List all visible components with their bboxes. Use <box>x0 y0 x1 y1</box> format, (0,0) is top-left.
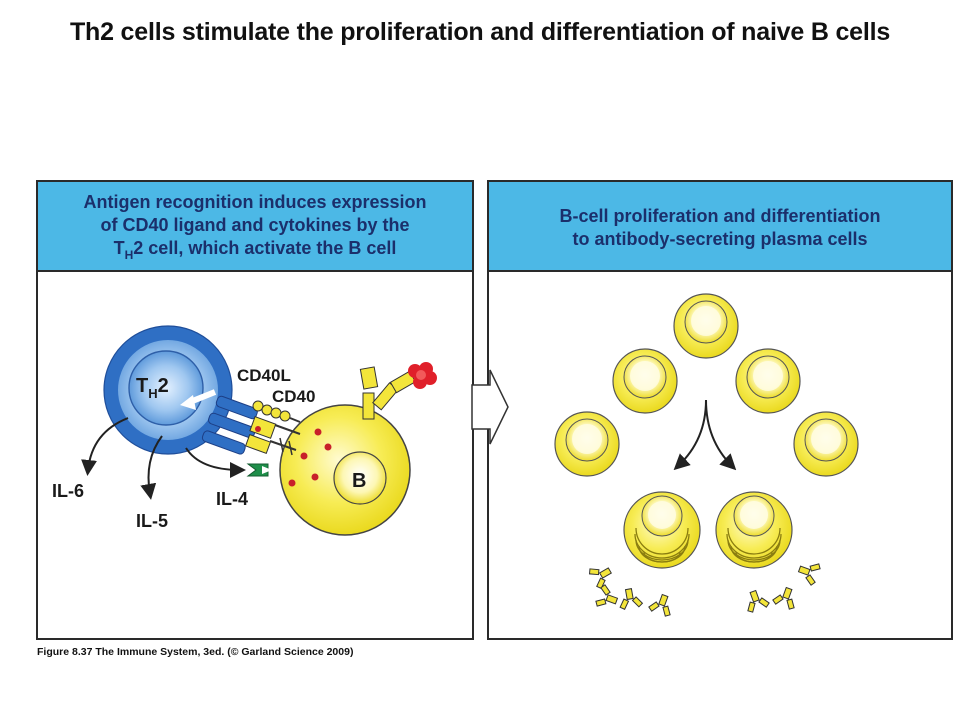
cd40-label: CD40 <box>272 387 315 406</box>
il4-label: IL-4 <box>216 489 248 509</box>
plasma-cell <box>715 491 793 569</box>
b-cell-label: B <box>352 470 366 492</box>
left-header-line3: TH2 cell, which activate the B cell <box>113 238 397 262</box>
il5-label: IL-5 <box>136 511 168 531</box>
page-title: Th2 cells stimulate the proliferation an… <box>69 18 891 46</box>
cd40l-label: CD40L <box>237 366 291 385</box>
tcr-mhc-complex <box>201 395 277 455</box>
cd40l-cd40-icon <box>252 400 301 456</box>
left-panel-header: Antigen recognition induces expression o… <box>38 182 472 272</box>
right-header-line2: to antibody-secreting plasma cells <box>572 229 868 249</box>
transition-arrow-icon <box>471 369 509 445</box>
th2-label: TH2 <box>136 375 169 401</box>
right-panel: B-cell proliferation and differentiation… <box>487 180 953 640</box>
il4-receptor-icon <box>246 463 272 477</box>
figure-caption: Figure 8.37 The Immune System, 3ed. (© G… <box>37 646 354 658</box>
il5-arrow <box>140 435 163 500</box>
differentiation-arrow-left <box>673 399 707 471</box>
b-cell-clone <box>793 411 859 477</box>
b-cell-clone <box>554 411 620 477</box>
differentiation-arrow-right <box>705 399 737 471</box>
b-cell-clone <box>735 348 801 414</box>
il6-label: IL-6 <box>52 481 84 501</box>
right-panel-header: B-cell proliferation and differentiation… <box>489 182 951 272</box>
b-cell-clone <box>612 348 678 414</box>
il6-arrow <box>81 417 129 476</box>
b-cell-clone <box>673 293 739 359</box>
b-cell-nucleus <box>333 451 387 505</box>
b-cell-receptor-icon <box>359 366 417 420</box>
il4-arrow <box>185 447 246 478</box>
left-header-line2: of CD40 ligand and cytokines by the <box>100 215 410 235</box>
right-header-line1: B-cell proliferation and differentiation <box>559 206 881 226</box>
antibody-icon <box>586 557 822 618</box>
left-header-line1: Antigen recognition induces expression <box>83 192 427 212</box>
plasma-cell <box>623 491 701 569</box>
th2-arrow-icon <box>188 389 217 405</box>
antigen-icon <box>408 362 437 389</box>
